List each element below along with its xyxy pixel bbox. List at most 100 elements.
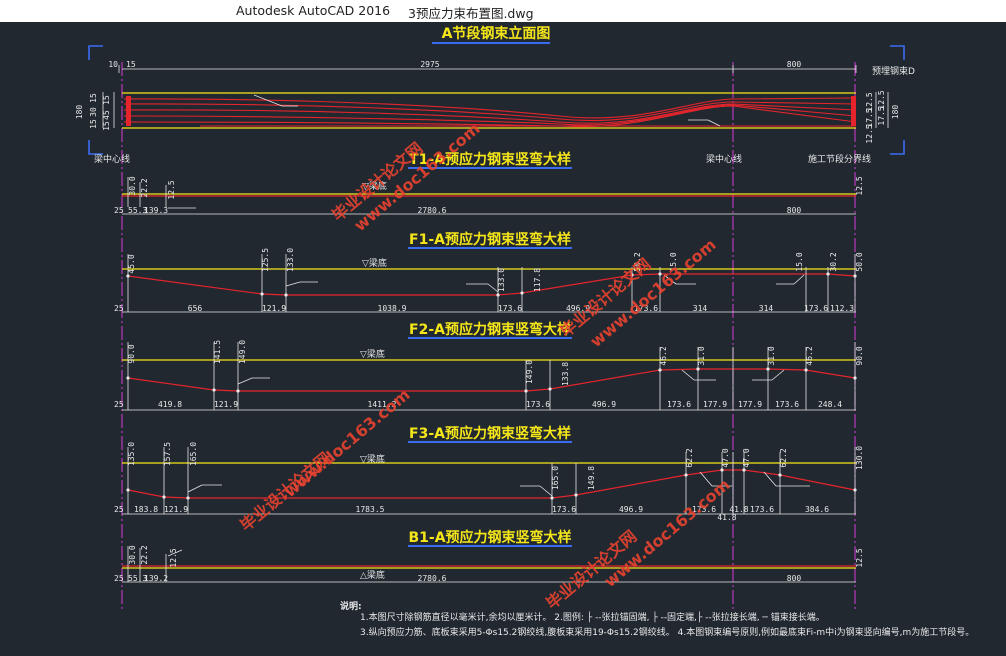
elevation-beam — [122, 92, 857, 129]
label-center-mid: 梁中心线 — [706, 153, 742, 165]
f3-v2: 165.0 — [189, 442, 198, 466]
t1-b3: 2780.6 — [418, 206, 447, 215]
dim-left-c: 15 — [89, 119, 98, 129]
dim-elev-800: 800 — [787, 60, 802, 69]
section-t1-datum: ▽梁底 — [362, 180, 387, 192]
t1-b4: 800 — [787, 206, 802, 215]
f3-b5: 496.9 — [619, 505, 643, 514]
t1-v3: 12.5 — [855, 176, 864, 195]
dim-180-left: 180 — [75, 105, 84, 120]
f2-v9: 90.0 — [855, 346, 864, 365]
viewport-brackets — [88, 45, 905, 155]
t1-b0: 25 — [114, 206, 124, 215]
f1-b8: 314 — [759, 304, 774, 313]
dim-right-b: 17.5 — [865, 108, 874, 127]
f3-b6: 173.6 — [692, 505, 716, 514]
f2-b1: 419.8 — [158, 400, 182, 409]
dim-left-d: 15 — [102, 95, 111, 105]
f1-v5: 50.2 — [633, 252, 642, 271]
section-f3-datum: ▽梁底 — [360, 453, 385, 465]
b1-b4: 800 — [787, 574, 802, 583]
section-f3-title: F3-A预应力钢束竖弯大样 — [409, 425, 571, 442]
section-f1: F1-A预应力钢束竖弯大样 ▽梁底 45.0 125.5 133.0 133.0… — [114, 231, 864, 313]
drawing-svg[interactable]: A节段钢束立面图 10 15 2975 800 180 15 30 15 15 — [0, 22, 1006, 656]
f1-b9: 173.6 — [804, 304, 828, 313]
label-joint-right: 施工节段分界线 — [808, 153, 871, 165]
f3-v9: 130.0 — [855, 446, 864, 470]
dim-180-right: 180 — [891, 105, 900, 120]
f3-b1: 183.8 — [134, 505, 158, 514]
dim-left-a: 15 — [89, 93, 98, 103]
f2-v7: 31.0 — [767, 346, 776, 365]
label-tendon-d: 预埋钢束D — [872, 65, 915, 77]
b1-b3: 2780.6 — [418, 574, 447, 583]
f2-v4: 133.8 — [561, 362, 570, 386]
file-name: 3预应力束布置图.dwg — [408, 6, 534, 21]
dim-right-a: 12.5 — [865, 92, 874, 111]
dim-elev-15: 15 — [126, 60, 136, 69]
section-f2-datum: ▽梁底 — [360, 348, 385, 360]
t1-v2: 12.5 — [167, 180, 176, 199]
dim-right-e: 12.5 — [865, 124, 874, 143]
f2-v1: 141.5 — [213, 340, 222, 364]
dim-right-c: 12.5 — [877, 90, 886, 109]
f3-b3: 1783.5 — [356, 505, 385, 514]
b1-v2: 12.5 — [169, 548, 178, 567]
section-b1-title: B1-A预应力钢束竖弯大样 — [408, 529, 571, 546]
section-t1: T1-A预应力钢束竖弯大样 ▽梁底 30.0 22.2 12.5 12.5 25… — [114, 151, 864, 215]
f1-b0: 25 — [114, 304, 124, 313]
f1-b2: 121.9 — [262, 304, 286, 313]
watermark-url-3: www.doc163.com — [280, 385, 413, 501]
elevation-right-dims: 12.5 17.5 12.5 17.5 180 12.5 — [865, 90, 900, 143]
t1-b2: 139.3 — [144, 206, 168, 215]
f1-v7: 15.0 — [795, 252, 804, 271]
dim-left-f: 15 — [102, 121, 111, 131]
b1-b1: 55.3 — [128, 574, 147, 583]
f1-b4: 173.6 — [498, 304, 522, 313]
f2-b2: 121.9 — [214, 400, 238, 409]
b1-v0: 30.0 — [128, 545, 137, 564]
f3-v3: 165.0 — [551, 466, 560, 490]
drawing-canvas[interactable]: A节段钢束立面图 10 15 2975 800 180 15 30 15 15 — [0, 22, 1006, 656]
section-f1-title: F1-A预应力钢束竖弯大样 — [409, 231, 571, 248]
section-f1-datum: ▽梁底 — [362, 257, 387, 269]
b1-b2: 139.2 — [144, 574, 168, 583]
f2-b3: 1411.2 — [368, 400, 397, 409]
elevation-left-dims: 180 15 30 15 15 45 15 — [75, 92, 115, 131]
f3-b4: 173.6 — [552, 505, 576, 514]
section-t1-title: T1-A预应力钢束竖弯大样 — [409, 151, 571, 168]
f1-v1: 125.5 — [261, 248, 270, 272]
f1-b1: 656 — [188, 304, 203, 313]
f1-v8: 30.2 — [829, 252, 838, 271]
f3-b9: 173.6 — [750, 505, 774, 514]
section-f2: F2-A预应力钢束竖弯大样 ▽梁底 90.0 141.5 149.0 149.0… — [114, 321, 864, 411]
f3-b10: 384.6 — [805, 505, 829, 514]
center-lines — [121, 62, 856, 612]
f3-v0: 135.0 — [127, 442, 136, 466]
b1-b0: 25 — [114, 574, 124, 583]
notes-line-2: 3.纵向预应力筋、底板束采用5-Φs15.2钢绞线,腹板束采用19-Φs15.2… — [360, 626, 974, 638]
section-f3: F3-A预应力钢束竖弯大样 ▽梁底 135.0 157.5 165.0 165.… — [114, 425, 864, 522]
dim-elev-10: 10 — [108, 60, 118, 69]
f1-v2: 133.0 — [286, 248, 295, 272]
b1-v1: 22.2 — [140, 545, 149, 564]
f1-v3: 133.0 — [497, 268, 506, 292]
window-titlebar: Autodesk AutoCAD 2016 3预应力束布置图.dwg — [0, 0, 1006, 22]
f3-b8: 41.8 — [729, 505, 748, 514]
f2-v6: 31.0 — [697, 346, 706, 365]
notes-line-1: 1.本图尺寸除钢筋直径以毫米计,余均以厘米计。 2.图例: ├ --张拉锚固端,… — [360, 611, 825, 623]
f3-v7: 47.0 — [742, 448, 751, 467]
dim-elev-2975: 2975 — [420, 60, 439, 69]
f1-b5: 496.9 — [566, 304, 590, 313]
f2-v8: 46.2 — [805, 346, 814, 365]
f1-b6: 173.6 — [634, 304, 658, 313]
f3-v1: 157.5 — [163, 442, 172, 466]
f2-v0: 90.0 — [127, 344, 136, 363]
f2-v2: 149.0 — [238, 340, 247, 364]
f3-v8: 62.2 — [779, 448, 788, 467]
elevation-labels: 梁中心线 梁中心线 施工节段分界线 预埋钢束D — [94, 65, 915, 165]
f2-v3: 149.0 — [525, 360, 534, 384]
label-center-left: 梁中心线 — [94, 153, 130, 165]
elevation-top-dims: 10 15 2975 800 — [108, 60, 857, 73]
f1-b10: 112.3 — [830, 304, 854, 313]
